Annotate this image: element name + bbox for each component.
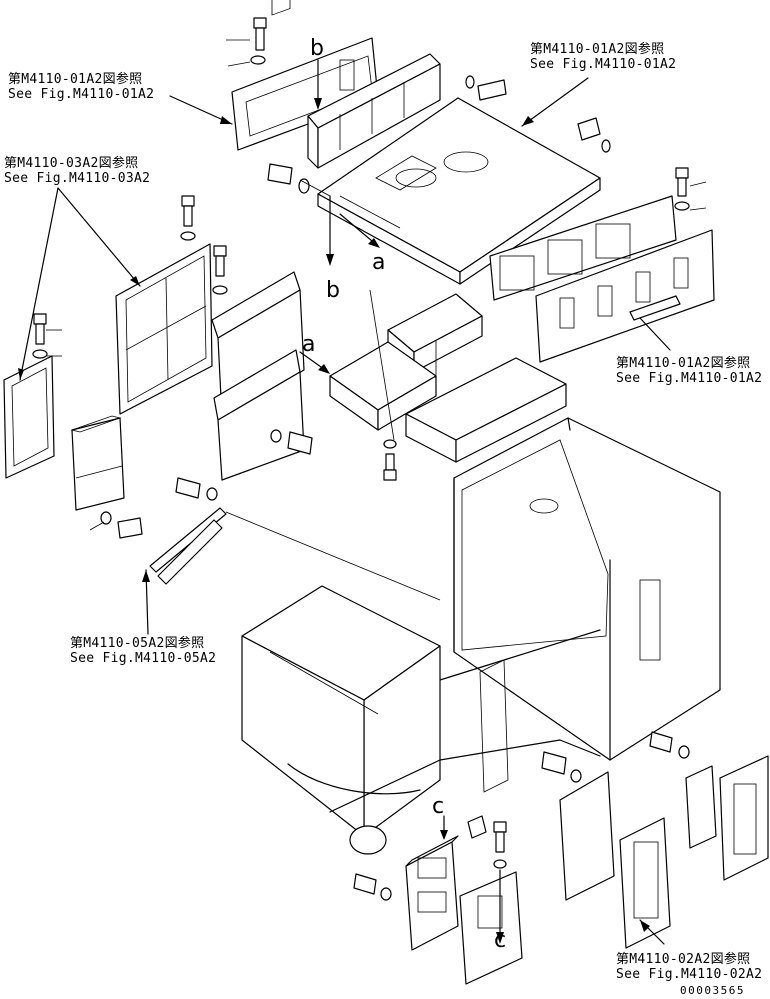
ref-top-left-jp: 第M4110-01A2図参照 [8,72,143,87]
rear-lower-panel-3 [685,755,769,881]
cab-body [453,417,721,761]
marker-c-bottom: c [494,928,507,953]
ref-top-right-en: See Fig.M4110-01A2 [530,57,677,72]
marker-a-mid: a [302,332,316,357]
ref-top-right-jp: 第M4110-01A2図参照 [530,42,665,57]
marker-c-top: c [432,794,445,819]
lower-round-cover [349,825,387,855]
document-number: 00003565 [680,984,745,997]
roof-side-rail [307,53,441,169]
front-hood [241,585,441,837]
ref-left-mid-en: See Fig.M4110-03A2 [4,171,151,186]
bolt-left-small [32,313,62,359]
ref-bottom-left: 第M4110-05A2図参照 See Fig.M4110-05A2 [70,636,216,666]
ref-bottom-left-en: See Fig.M4110-05A2 [70,651,217,666]
bolt-strip [175,477,218,501]
ref-left-mid-jp: 第M4110-03A2図参照 [4,156,139,171]
lower-cover-plate [459,871,523,985]
bolt-center-lower [270,429,313,455]
seal-strips [149,507,227,585]
bolt-top-right [465,75,611,153]
bolt-lower-right [541,731,690,783]
marker-b-mid: b [326,278,340,303]
bolt-lower-center [353,815,507,901]
ref-right-mid-en: See Fig.M4110-01A2 [616,371,763,386]
ref-top-right: 第M4110-01A2図参照 See Fig.M4110-01A2 [530,42,676,72]
marker-b-top: b [310,36,324,61]
ref-bottom-right: 第M4110-02A2図参照 See Fig.M4110-02A2 [616,952,762,982]
rear-lower-panel-1 [559,771,615,901]
ref-bottom-left-jp: 第M4110-05A2図参照 [70,636,205,651]
ref-bottom-right-en: See Fig.M4110-02A2 [616,967,763,982]
ref-top-left-en: See Fig.M4110-01A2 [8,87,155,102]
bolt-center-box [383,439,397,481]
leader-lines [18,59,671,945]
bolt-top-left [226,17,267,67]
bolt-left-door [180,195,228,295]
bolt-mid-top [267,163,331,197]
storage-box-left [70,415,125,511]
ref-right-mid-jp: 第M4110-01A2図参照 [616,356,751,371]
lower-box-c [405,835,459,951]
center-box-large [405,357,567,463]
cab-frame-lower [287,629,601,813]
ref-right-mid: 第M4110-01A2図参照 See Fig.M4110-01A2 [616,356,762,386]
left-side-door [115,243,213,415]
ref-bottom-right-jp: 第M4110-02A2図参照 [616,952,751,967]
center-brackets [211,271,305,481]
right-side-panel [489,195,715,363]
bolt-right-upper [674,167,707,211]
rear-lower-panel-2 [619,817,671,949]
ref-left-mid: 第M4110-03A2図参照 See Fig.M4110-03A2 [4,156,150,186]
ref-top-left: 第M4110-01A2図参照 See Fig.M4110-01A2 [8,72,154,102]
left-small-panel [3,355,55,479]
marker-a-top: a [372,250,386,275]
bolt-left-lower [89,511,143,539]
